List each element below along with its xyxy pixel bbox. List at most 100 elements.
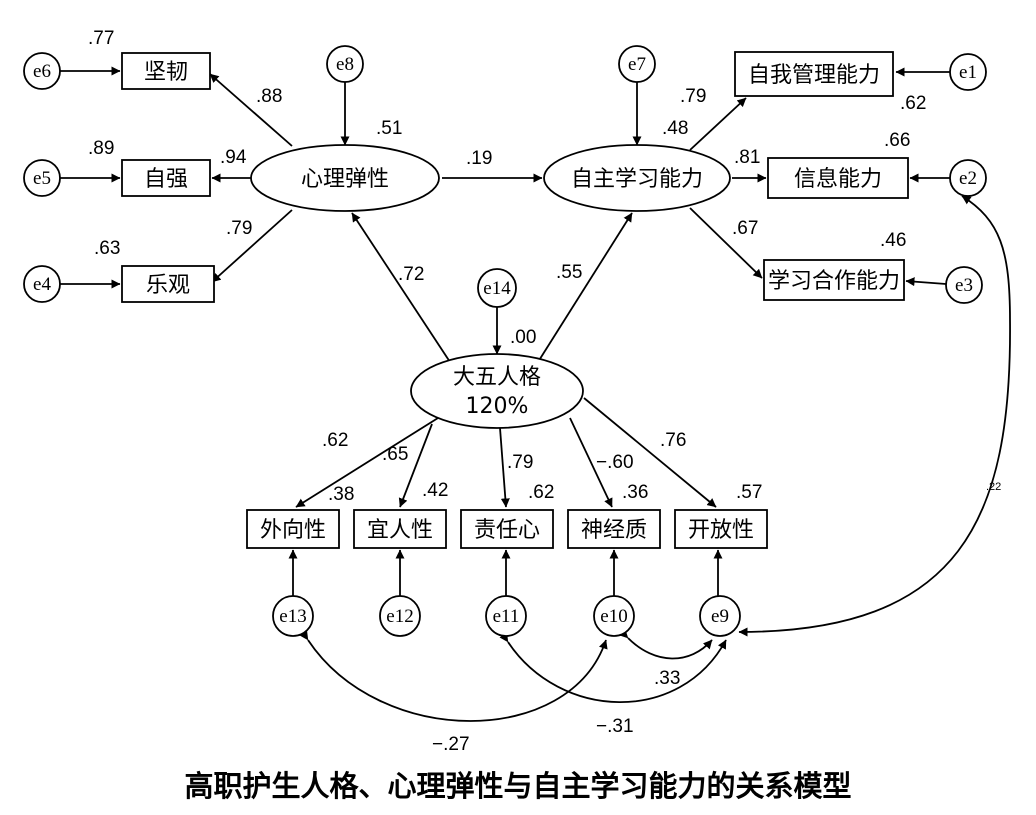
- indicator-openness: 开放性: [674, 509, 768, 549]
- coef-coop-loading: .67: [732, 218, 758, 239]
- coef-info-r2: .66: [884, 130, 910, 151]
- error-e8-label: e8: [336, 54, 354, 75]
- error-e7: e7: [618, 45, 656, 83]
- error-e7-label: e7: [628, 54, 646, 75]
- indicator-conscientiousness-label: 责任心: [474, 518, 540, 543]
- error-e1: e1: [949, 53, 987, 91]
- coef-tenacity-r2: .77: [88, 28, 114, 49]
- indicator-neuroticism-label: 神经质: [581, 518, 647, 543]
- coef-neuroticism-r2: .36: [622, 482, 648, 503]
- coef-selfstudy-r2: .48: [662, 118, 688, 139]
- indicator-tenacity: 坚韧: [121, 52, 211, 90]
- coef-bigfive-to-selfstudy: .55: [556, 262, 582, 283]
- coef-optimism-r2: .63: [94, 238, 120, 259]
- path-e3-to-coop: [905, 277, 947, 287]
- indicator-conscientiousness: 责任心: [460, 509, 554, 549]
- path-bigfive-to-neuroticism: [569, 417, 613, 508]
- coef-extraversion-r2: .38: [328, 484, 354, 505]
- indicator-cooperation: 学习合作能力: [763, 259, 905, 301]
- error-e12: e12: [379, 595, 421, 637]
- error-e2: e2: [949, 159, 987, 197]
- error-e6: e6: [23, 52, 61, 90]
- path-selfstudy-to-coop: [689, 207, 763, 279]
- error-e8: e8: [326, 45, 364, 83]
- coef-bigfive-r2: .00: [510, 327, 536, 348]
- error-e3-label: e3: [955, 275, 973, 296]
- coef-tenacity-loading: .88: [256, 86, 282, 107]
- latent-resilience-label: 心理弹性: [301, 167, 389, 192]
- latent-big-five: 大五人格 120%: [410, 353, 584, 429]
- error-e5: e5: [23, 159, 61, 197]
- coef-resilience-to-selfstudy: .19: [466, 148, 492, 169]
- coef-coop-r2: .46: [880, 230, 906, 251]
- error-e1-label: e1: [959, 62, 977, 83]
- coef-cov-e11-e9: −.31: [596, 716, 634, 737]
- covariance-e11-e9: [499, 632, 727, 704]
- error-e13: e13: [272, 595, 314, 637]
- error-e13-label: e13: [279, 606, 306, 627]
- path-bigfive-to-agreeableness: [398, 423, 433, 508]
- path-bigfive-to-selfstudy: [537, 212, 633, 363]
- indicator-self-management-label: 自我管理能力: [748, 63, 880, 88]
- error-e12-label: e12: [386, 606, 413, 627]
- coef-agreeableness-loading: .65: [382, 444, 408, 465]
- latent-self-study: 自主学习能力: [543, 144, 731, 212]
- error-e10: e10: [593, 595, 635, 637]
- paths: [60, 66, 1011, 722]
- coef-agreeableness-r2: .42: [422, 480, 448, 501]
- error-e3: e3: [945, 266, 983, 304]
- error-e2-label: e2: [959, 168, 977, 189]
- latent-big-five-pct: 120%: [466, 394, 529, 419]
- coef-bigfive-to-resilience: .72: [398, 264, 424, 285]
- error-e5-label: e5: [33, 168, 51, 189]
- indicator-self-management: 自我管理能力: [734, 51, 894, 97]
- error-e14-label: e14: [483, 278, 511, 299]
- error-e10-label: e10: [600, 606, 627, 627]
- path-bigfive-to-extraversion: [295, 417, 439, 508]
- covariance-e10-e9: [618, 628, 713, 660]
- error-e4: e4: [23, 265, 61, 303]
- coef-resilience-r2: .51: [376, 118, 402, 139]
- indicator-extraversion: 外向性: [246, 509, 340, 549]
- path-selfstudy-to-selfmgmt: [689, 97, 747, 151]
- latent-big-five-label: 大五人格: [453, 365, 541, 390]
- coef-cov-e10-e9: .33: [654, 668, 680, 689]
- coef-openness-r2: .57: [736, 482, 762, 503]
- error-e4-label: e4: [33, 274, 51, 295]
- covariance-e2-e9-lower: [738, 319, 1011, 637]
- coef-selfmgmt-loading: .79: [680, 86, 706, 107]
- indicator-neuroticism: 神经质: [567, 509, 661, 549]
- error-e6-label: e6: [33, 61, 51, 82]
- path-bigfive-to-openness: [583, 397, 717, 508]
- latent-resilience: 心理弹性: [250, 144, 440, 212]
- path-resilience-to-optimism: [211, 209, 293, 283]
- indicator-agreeableness: 宜人性: [353, 509, 447, 549]
- coef-info-loading: .81: [734, 147, 760, 168]
- path-resilience-to-tenacity: [209, 73, 293, 147]
- covariance-e13-e10: [299, 630, 608, 722]
- indicator-optimism-label: 乐观: [146, 273, 190, 298]
- coef-cov-e2-e9: .22: [986, 481, 1001, 493]
- indicator-strength-label: 自强: [144, 167, 188, 192]
- coef-optimism-loading: .79: [226, 218, 252, 239]
- path-bigfive-to-conscientiousness: [499, 427, 510, 508]
- indicator-cooperation-label: 学习合作能力: [768, 269, 900, 294]
- coefficients: .77 .88 .89 .94 .63 .79 .51 .19 .48 .79 …: [88, 28, 1001, 755]
- error-e9-label: e9: [711, 606, 729, 627]
- path-bigfive-to-resilience: [351, 212, 451, 363]
- coef-conscientiousness-r2: .62: [528, 482, 554, 503]
- coef-conscientiousness-loading: .79: [507, 452, 533, 473]
- coef-extraversion-loading: .62: [322, 430, 348, 451]
- indicator-optimism: 乐观: [121, 265, 215, 303]
- indicator-information: 信息能力: [767, 157, 909, 199]
- coef-cov-e13-e10: −.27: [432, 734, 470, 755]
- figure-caption: 高职护生人格、心理弹性与自主学习能力的关系模型: [184, 769, 851, 803]
- indicator-agreeableness-label: 宜人性: [367, 518, 433, 543]
- indicator-information-label: 信息能力: [794, 167, 882, 192]
- coef-neuroticism-loading: −.60: [596, 452, 634, 473]
- covariance-e2-e9: [961, 195, 1011, 321]
- coef-selfmgmt-r2: .62: [900, 93, 926, 114]
- error-e14: e14: [477, 268, 517, 308]
- latent-self-study-label: 自主学习能力: [571, 167, 703, 192]
